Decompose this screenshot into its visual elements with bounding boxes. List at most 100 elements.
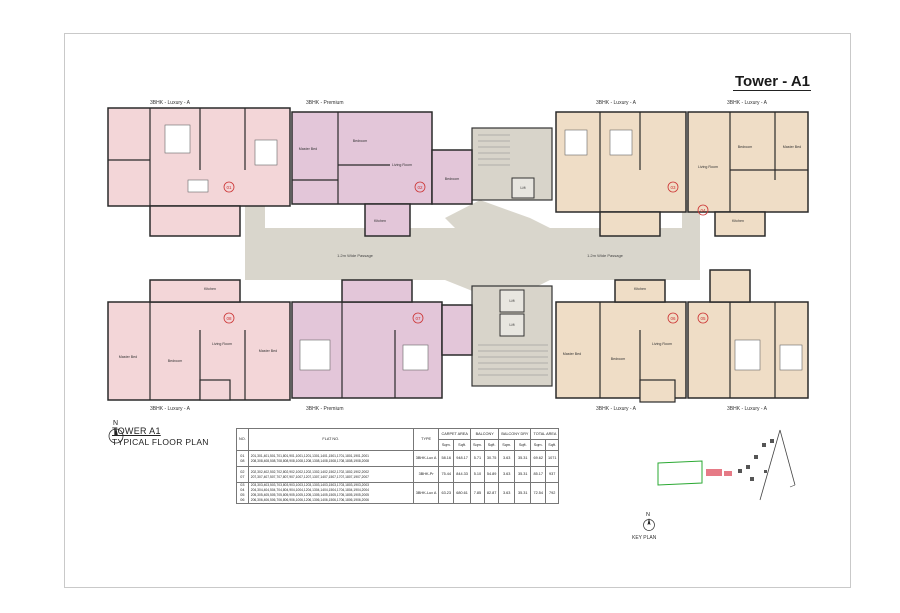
room-label: Kitchen (374, 219, 386, 223)
cell-value: 82.87 (483, 482, 500, 504)
room-label: Master Bed (259, 349, 277, 353)
cell-value: 35.31 (514, 466, 532, 483)
unit-number-08: 08 (226, 316, 232, 321)
room-label: Living Room (212, 342, 232, 346)
room-label: Bedroom (445, 177, 460, 181)
room-label: Kitchen (634, 287, 646, 291)
room-label: Bedroom (611, 357, 626, 361)
unit-number-04: 04 (700, 208, 706, 213)
stair-core-bottom (471, 285, 553, 387)
unit-number-02: 02 (417, 185, 423, 190)
unit-label-bottom-4: 3BHK - Luxury - A (727, 406, 768, 412)
passage-label-right: 1.2m Wide Passage (587, 253, 624, 258)
unit-sqm: Sqm. (438, 439, 455, 451)
cell-value: 85.17 (530, 466, 546, 483)
header-flat: FLAT NO. (247, 428, 414, 451)
cell-type: 3BHK-Lux A (412, 450, 440, 467)
unit-07 (291, 279, 473, 399)
cell-flats: 202,302,402,502,702,802,902,1002,1202,13… (247, 466, 414, 483)
unit-label-top-4: 3BHK - Luxury - A (727, 100, 768, 106)
unit-number-03: 03 (670, 185, 676, 190)
tower-caption: TOWER A1 TYPICAL FLOOR PLAN (112, 426, 209, 447)
cell-value: 937 (544, 466, 560, 483)
table-row: 01 08 201,301,401,501,701,801,901,1001,1… (236, 450, 560, 467)
header-carpet: CARPET AREA (438, 428, 471, 440)
stair-core-top (471, 127, 553, 201)
unit-label-top-3: 3BHK - Luxury - A (596, 100, 637, 106)
cell-value: 75.44 (438, 466, 455, 483)
north-arrow-icon: N (108, 420, 124, 444)
cell-value: 58.16 (438, 450, 455, 467)
cell-value: 35.31 (514, 450, 532, 467)
unit-number-05: 05 (700, 316, 706, 321)
unit-sqft: Sqft. (483, 439, 500, 451)
unit-01 (107, 107, 291, 237)
table-row: 03 04 05 06 203,303,403,503,703,803,903,… (236, 482, 560, 504)
cell-value: 54.89 (483, 466, 500, 483)
cell-no: 03 04 05 06 (236, 482, 249, 504)
unit-08 (107, 279, 291, 401)
room-label: Bedroom (168, 359, 183, 363)
unit-06 (555, 279, 687, 403)
unit-label-bottom-2: 3BHK - Premium (306, 406, 344, 412)
corridor (245, 200, 700, 300)
table-header-row: NO. FLAT NO. TYPE CARPET AREA BALCONY BA… (236, 428, 560, 451)
cell-value: 30.75 (483, 450, 500, 467)
key-plan-north-label: N (646, 512, 650, 518)
unit-label-top-1: 3BHK - Luxury - A (150, 100, 191, 106)
cell-value: 35.31 (514, 482, 532, 504)
unit-number-06: 06 (670, 316, 676, 321)
unit-number-07: 07 (415, 316, 421, 321)
table-row: 02 07 202,302,402,502,702,802,902,1002,1… (236, 466, 560, 483)
unit-label-bottom-1: 3BHK - Luxury - A (150, 406, 191, 412)
unit-03 (555, 111, 687, 237)
room-label: Living Room (392, 163, 412, 167)
cell-flats: 201,301,401,501,701,801,901,1001,1201,13… (247, 450, 414, 467)
title-underline (733, 90, 811, 91)
unit-label-top-2: 3BHK - Premium (306, 100, 344, 106)
cell-value: 72.54 (530, 482, 546, 504)
cell-value: 680.61 (453, 482, 471, 504)
header-type: TYPE (412, 428, 440, 451)
unit-sqft: Sqft. (453, 439, 471, 451)
room-label: Living Room (698, 165, 718, 169)
cell-no: 02 07 (236, 466, 249, 483)
unit-02 (291, 111, 473, 237)
room-label: Bedroom (738, 145, 753, 149)
lift-label: Lift (520, 185, 526, 190)
lift-label: Lift (509, 322, 515, 327)
key-plan-label: KEY PLAN (632, 535, 657, 541)
cell-value: 5.71 (469, 450, 485, 467)
unit-sqft: Sqft. (544, 439, 560, 451)
cell-flats: 203,303,403,503,703,803,903,1003,1203,13… (247, 482, 414, 504)
cell-value: 792 (544, 482, 560, 504)
table-subheader-row: Sqm.Sqft. Sqm.Sqft. Sqm.Sqft. Sqm.Sqft. (237, 439, 560, 451)
cell-value: 69.62 (530, 450, 546, 467)
unit-sqm: Sqm. (498, 439, 516, 451)
area-table: NO. FLAT NO. TYPE CARPET AREA BALCONY BA… (236, 428, 560, 504)
cell-value: 7.85 (469, 482, 485, 504)
room-label: Master Bed (783, 145, 801, 149)
header-balcony: BALCONY (469, 428, 500, 440)
cell-value: 948.17 (453, 450, 471, 467)
header-balcony-dry: BALCONY DRY (498, 428, 532, 440)
room-label: Master Bed (563, 352, 581, 356)
cell-value: 844.33 (453, 466, 471, 483)
lift-label: Lift (509, 298, 515, 303)
cell-value: 5.10 (469, 466, 485, 483)
cell-type: 3BHK-Pr (412, 466, 440, 483)
room-label: Master Bed (299, 147, 317, 151)
header-total: TOTAL AREA (530, 428, 560, 440)
unit-label-bottom-3: 3BHK - Luxury - A (596, 406, 637, 412)
north-label: N (113, 420, 118, 427)
unit-number-01: 01 (226, 185, 232, 190)
tower-caption-sub: TYPICAL FLOOR PLAN (112, 437, 209, 447)
cell-no: 01 08 (236, 450, 249, 467)
cell-value: 3.63 (498, 466, 516, 483)
unit-sqft: Sqft. (514, 439, 532, 451)
unit-05 (687, 269, 809, 399)
unit-sqm: Sqm. (469, 439, 485, 451)
room-label: Master Bed (119, 355, 137, 359)
unit-04 (687, 111, 809, 237)
